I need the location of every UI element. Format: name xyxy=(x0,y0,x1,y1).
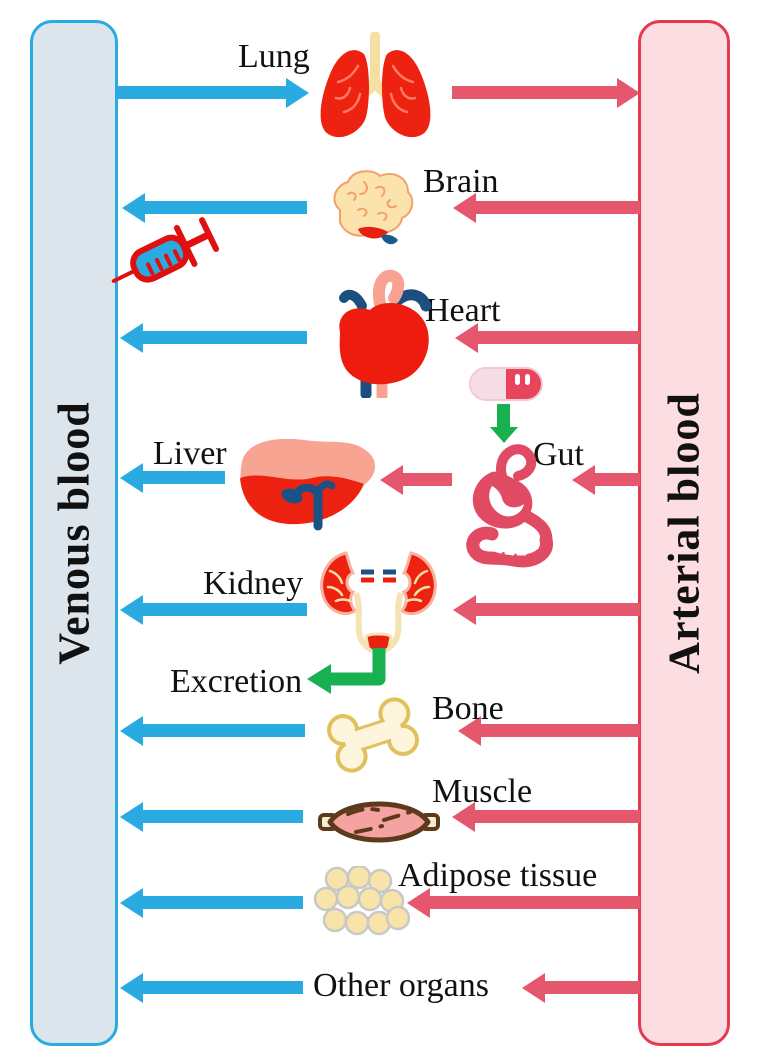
muscle-label: Muscle xyxy=(432,773,533,810)
arrow-heart-to-venous xyxy=(143,331,307,344)
other-organs-label: Other organs xyxy=(313,967,489,1004)
pill-shine xyxy=(515,374,520,385)
arrow-bone-to-venous xyxy=(143,724,305,737)
arrow-pill-to-gut xyxy=(497,404,510,427)
arrow-arterial-to-other-organs xyxy=(545,981,640,994)
pill-icon xyxy=(469,367,543,401)
arrow-arterial-to-adipose xyxy=(430,896,640,909)
kidney-label: Kidney xyxy=(203,565,304,602)
arrow-arterial-to-bone xyxy=(481,724,640,737)
arrow-gut-to-liver xyxy=(403,473,452,486)
arrow-muscle-to-venous xyxy=(143,810,303,823)
arrow-lung-to-arterial xyxy=(452,86,617,99)
lung-label: Lung xyxy=(238,38,310,75)
arrow-brain-to-venous xyxy=(145,201,307,214)
liver-icon xyxy=(230,428,380,533)
syringe-icon xyxy=(101,209,228,304)
arrow-kidney-to-venous xyxy=(143,603,307,616)
adipose-icon xyxy=(312,866,410,940)
venous-blood-column: Venous blood xyxy=(30,20,118,1046)
bone-icon xyxy=(318,694,428,776)
arrow-arterial-to-muscle xyxy=(475,810,640,823)
arrow-arterial-to-kidney xyxy=(476,603,640,616)
brain-label: Brain xyxy=(423,163,499,200)
gut-label: Gut xyxy=(533,436,584,473)
pill-shine xyxy=(525,374,530,385)
arrow-other-organs-to-venous xyxy=(143,981,303,994)
excretion-label: Excretion xyxy=(170,663,303,700)
venous-blood-label: Venous blood xyxy=(49,401,99,665)
arrow-arterial-to-gut xyxy=(595,473,640,486)
arrow-arterial-to-heart xyxy=(478,331,640,344)
bone-label: Bone xyxy=(432,690,504,727)
arrow-venous-to-lung xyxy=(118,86,286,99)
heart-icon xyxy=(322,268,444,398)
adipose-label: Adipose tissue xyxy=(398,857,598,894)
arrow-adipose-to-venous xyxy=(143,896,303,909)
arrow-kidney-to-excretion xyxy=(303,646,388,700)
arrow-arterial-to-brain xyxy=(476,201,640,214)
gut-icon xyxy=(458,442,568,570)
lung-icon xyxy=(308,32,443,144)
arrow-liver-to-venous xyxy=(143,471,225,484)
liver-label: Liver xyxy=(153,435,227,472)
arterial-blood-label: Arterial blood xyxy=(659,392,709,674)
brain-icon xyxy=(324,166,416,248)
kidney-icon xyxy=(316,549,441,661)
arterial-blood-column: Arterial blood xyxy=(638,20,730,1046)
muscle-icon xyxy=(318,790,440,854)
heart-label: Heart xyxy=(425,292,501,329)
